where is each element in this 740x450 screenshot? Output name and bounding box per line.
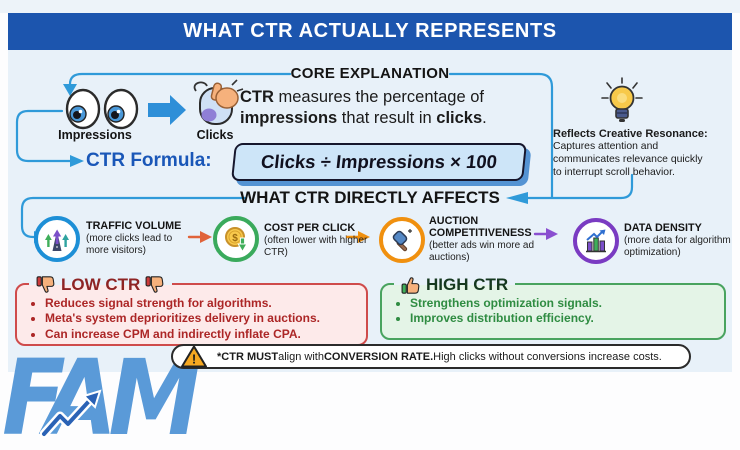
resonance-line: communicates relevance quickly	[553, 153, 703, 165]
mouse-click-icon	[193, 79, 244, 125]
svg-text:$: $	[232, 233, 238, 244]
low-ctr-bullet-list: Reduces signal strength for algorithms. …	[17, 296, 366, 342]
resonance-line: Captures attention and	[553, 141, 659, 152]
cost-per-click-circle: $	[213, 216, 259, 262]
explanation-text-part: that result in	[337, 109, 437, 128]
creative-resonance-note: Reflects Creative Resonance: Captures at…	[553, 128, 735, 180]
affects-section-title: WHAT CTR DIRECTLY AFFECTS	[240, 188, 500, 207]
core-section-title: CORE EXPLANATION	[290, 65, 450, 82]
warning-text-part: align with	[278, 350, 324, 363]
high-ctr-title: HIGH CTR	[426, 275, 509, 294]
affect-title: AUCTION COMPETITIVENESS	[429, 215, 532, 240]
warning-text-part: High clicks without conversions increase…	[433, 350, 662, 363]
gavel-icon	[392, 229, 412, 252]
affect-item-cost: COST PER CLICK (often lower with higher …	[264, 222, 372, 258]
core-explanation-text: CTR measures the percentage of impressio…	[240, 87, 545, 130]
affect-item-auction: AUCTION COMPETITIVENESS (better ads win …	[429, 215, 557, 263]
high-ctr-bullet-list: Strengthens optimization signals. Improv…	[382, 296, 724, 327]
low-ctr-bullet: Reduces signal strength for algorithms.	[45, 296, 366, 311]
low-ctr-bullet: Meta's system deprioritizes delivery in …	[45, 311, 366, 326]
high-ctr-box: HIGH CTR Strengthens optimization signal…	[380, 274, 726, 340]
low-ctr-title: LOW CTR	[61, 275, 141, 294]
warning-bold-ctr-must: *CTR MUST	[217, 350, 279, 363]
affect-title: TRAFFIC VOLUME	[86, 220, 182, 232]
eyes-icon	[65, 88, 139, 130]
warning-banner: ! *CTR MUST align with CONVERSION RATE. …	[171, 344, 691, 369]
impressions-label: Impressions	[58, 128, 132, 142]
high-ctr-bullet: Strengthens optimization signals.	[410, 296, 724, 311]
affect-desc: (better ads win more ad auctions)	[429, 240, 535, 263]
explanation-text-part: measures the percentage of	[273, 88, 484, 106]
affect-desc: (often lower with higher CTR)	[264, 235, 368, 258]
low-ctr-box: LOW CTR Reduces signal strength for algo…	[15, 274, 368, 346]
high-ctr-title-row: HIGH CTR	[394, 274, 516, 296]
fam-logo-trend-arrow-icon	[40, 389, 102, 438]
explanation-text-part: .	[482, 109, 487, 128]
header-bar: WHAT CTR ACTUALLY REPRESENTS	[8, 13, 732, 50]
affect-desc: (more clicks lead to more visitors)	[86, 233, 173, 256]
svg-text:!: !	[192, 352, 196, 367]
ctr-formula-label: CTR Formula:	[86, 150, 212, 171]
warning-bold-conversion-rate: CONVERSION RATE.	[323, 350, 434, 363]
explanation-bold-impressions: impressions	[240, 109, 338, 128]
explanation-bold-clicks: clicks	[436, 109, 483, 128]
warning-icon: !	[181, 345, 207, 368]
low-ctr-title-row: LOW CTR	[29, 274, 173, 296]
thumbs-down-icon	[36, 276, 55, 293]
thumbs-down-icon	[145, 276, 164, 293]
resonance-line: to interrupt scroll behavior.	[553, 166, 675, 178]
fam-logo: FAM	[2, 337, 217, 450]
ctr-formula-value: Clicks ÷ Impressions × 100	[260, 151, 499, 172]
clicks-label: Clicks	[196, 128, 234, 142]
warning-text: *CTR MUST align with CONVERSION RATE. Hi…	[217, 346, 662, 367]
coin-icon: $	[225, 227, 248, 252]
data-density-circle	[573, 218, 619, 264]
page-margin-top	[0, 0, 740, 13]
traffic-volume-circle	[34, 216, 80, 262]
ctr-formula-box: Clicks ÷ Impressions × 100	[231, 143, 527, 181]
thumbs-up-icon	[401, 277, 420, 294]
affect-title: COST PER CLICK	[264, 222, 356, 234]
affect-title: DATA DENSITY	[624, 222, 702, 234]
resonance-title: Reflects Creative Resonance:	[553, 128, 708, 140]
low-ctr-bullet: Can increase CPM and indirectly inflate …	[45, 327, 366, 342]
affect-item-traffic: TRAFFIC VOLUME (more clicks lead to more…	[86, 220, 186, 256]
affect-item-data: DATA DENSITY (more data for algorithm op…	[624, 222, 736, 258]
affect-desc: (more data for algorithm optimization)	[624, 235, 731, 258]
traffic-volume-icon	[45, 229, 69, 251]
auction-circle	[379, 217, 425, 263]
lightbulb-icon	[601, 77, 643, 122]
explanation-bold-ctr: CTR	[240, 88, 274, 106]
bar-chart-icon	[586, 229, 606, 253]
high-ctr-bullet: Improves distribution efficiency.	[410, 311, 724, 326]
page-title: WHAT CTR ACTUALLY REPRESENTS	[183, 20, 557, 42]
fam-logo-text: FAM	[2, 337, 201, 450]
